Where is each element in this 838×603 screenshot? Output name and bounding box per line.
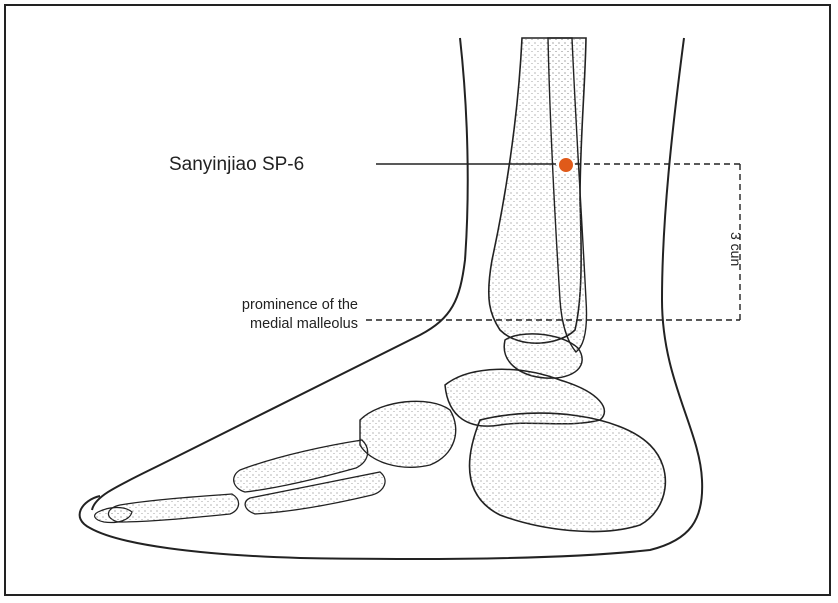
landmark-label-line1: prominence of the <box>176 296 358 315</box>
landmark-label: prominence of the medial malleolus <box>176 296 358 334</box>
acupoint-marker <box>558 157 574 173</box>
distance-label: 3 cun <box>729 232 743 266</box>
cuneiform-bones <box>360 401 456 467</box>
point-label: Sanyinjiao SP-6 <box>169 155 304 174</box>
calcaneus-bone <box>470 413 666 531</box>
landmark-label-line2: medial malleolus <box>176 315 358 334</box>
